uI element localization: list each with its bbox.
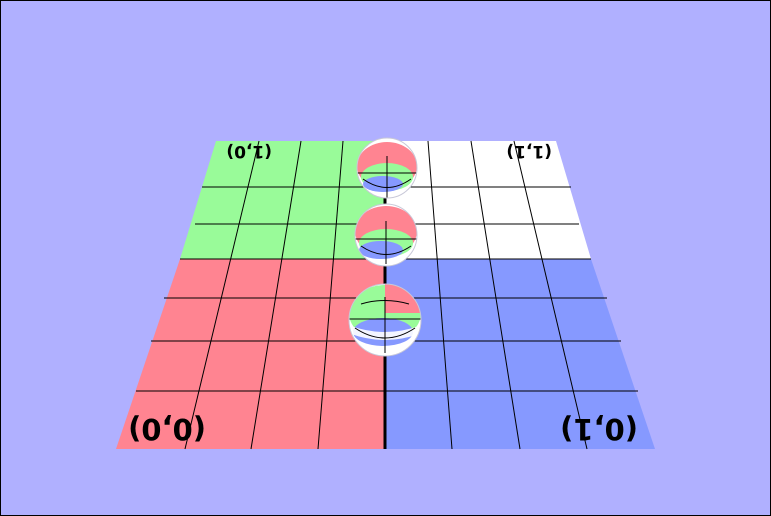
- corner-label-bottom-left: (0,0): [128, 412, 206, 446]
- floor-quadrant-bottom-right: [385, 259, 655, 449]
- floor-quadrant-top-right: [385, 141, 591, 259]
- sphere-far-outline: [356, 137, 418, 199]
- sphere-middle-outline: [354, 203, 418, 267]
- sphere-middle: [355, 204, 417, 266]
- floor-quadrant-bottom-left: [116, 259, 385, 449]
- floor-grid: [136, 140, 638, 450]
- sphere-near-outline: [348, 283, 422, 357]
- floor-quadrant-top-left: [180, 141, 385, 259]
- corner-label-top-left: (1,0): [226, 141, 272, 161]
- corner-label-bottom-right: (0,1): [560, 412, 638, 446]
- sphere-far: [357, 138, 417, 198]
- sphere-near: [349, 284, 421, 356]
- corner-label-top-right: (1,1): [506, 141, 552, 161]
